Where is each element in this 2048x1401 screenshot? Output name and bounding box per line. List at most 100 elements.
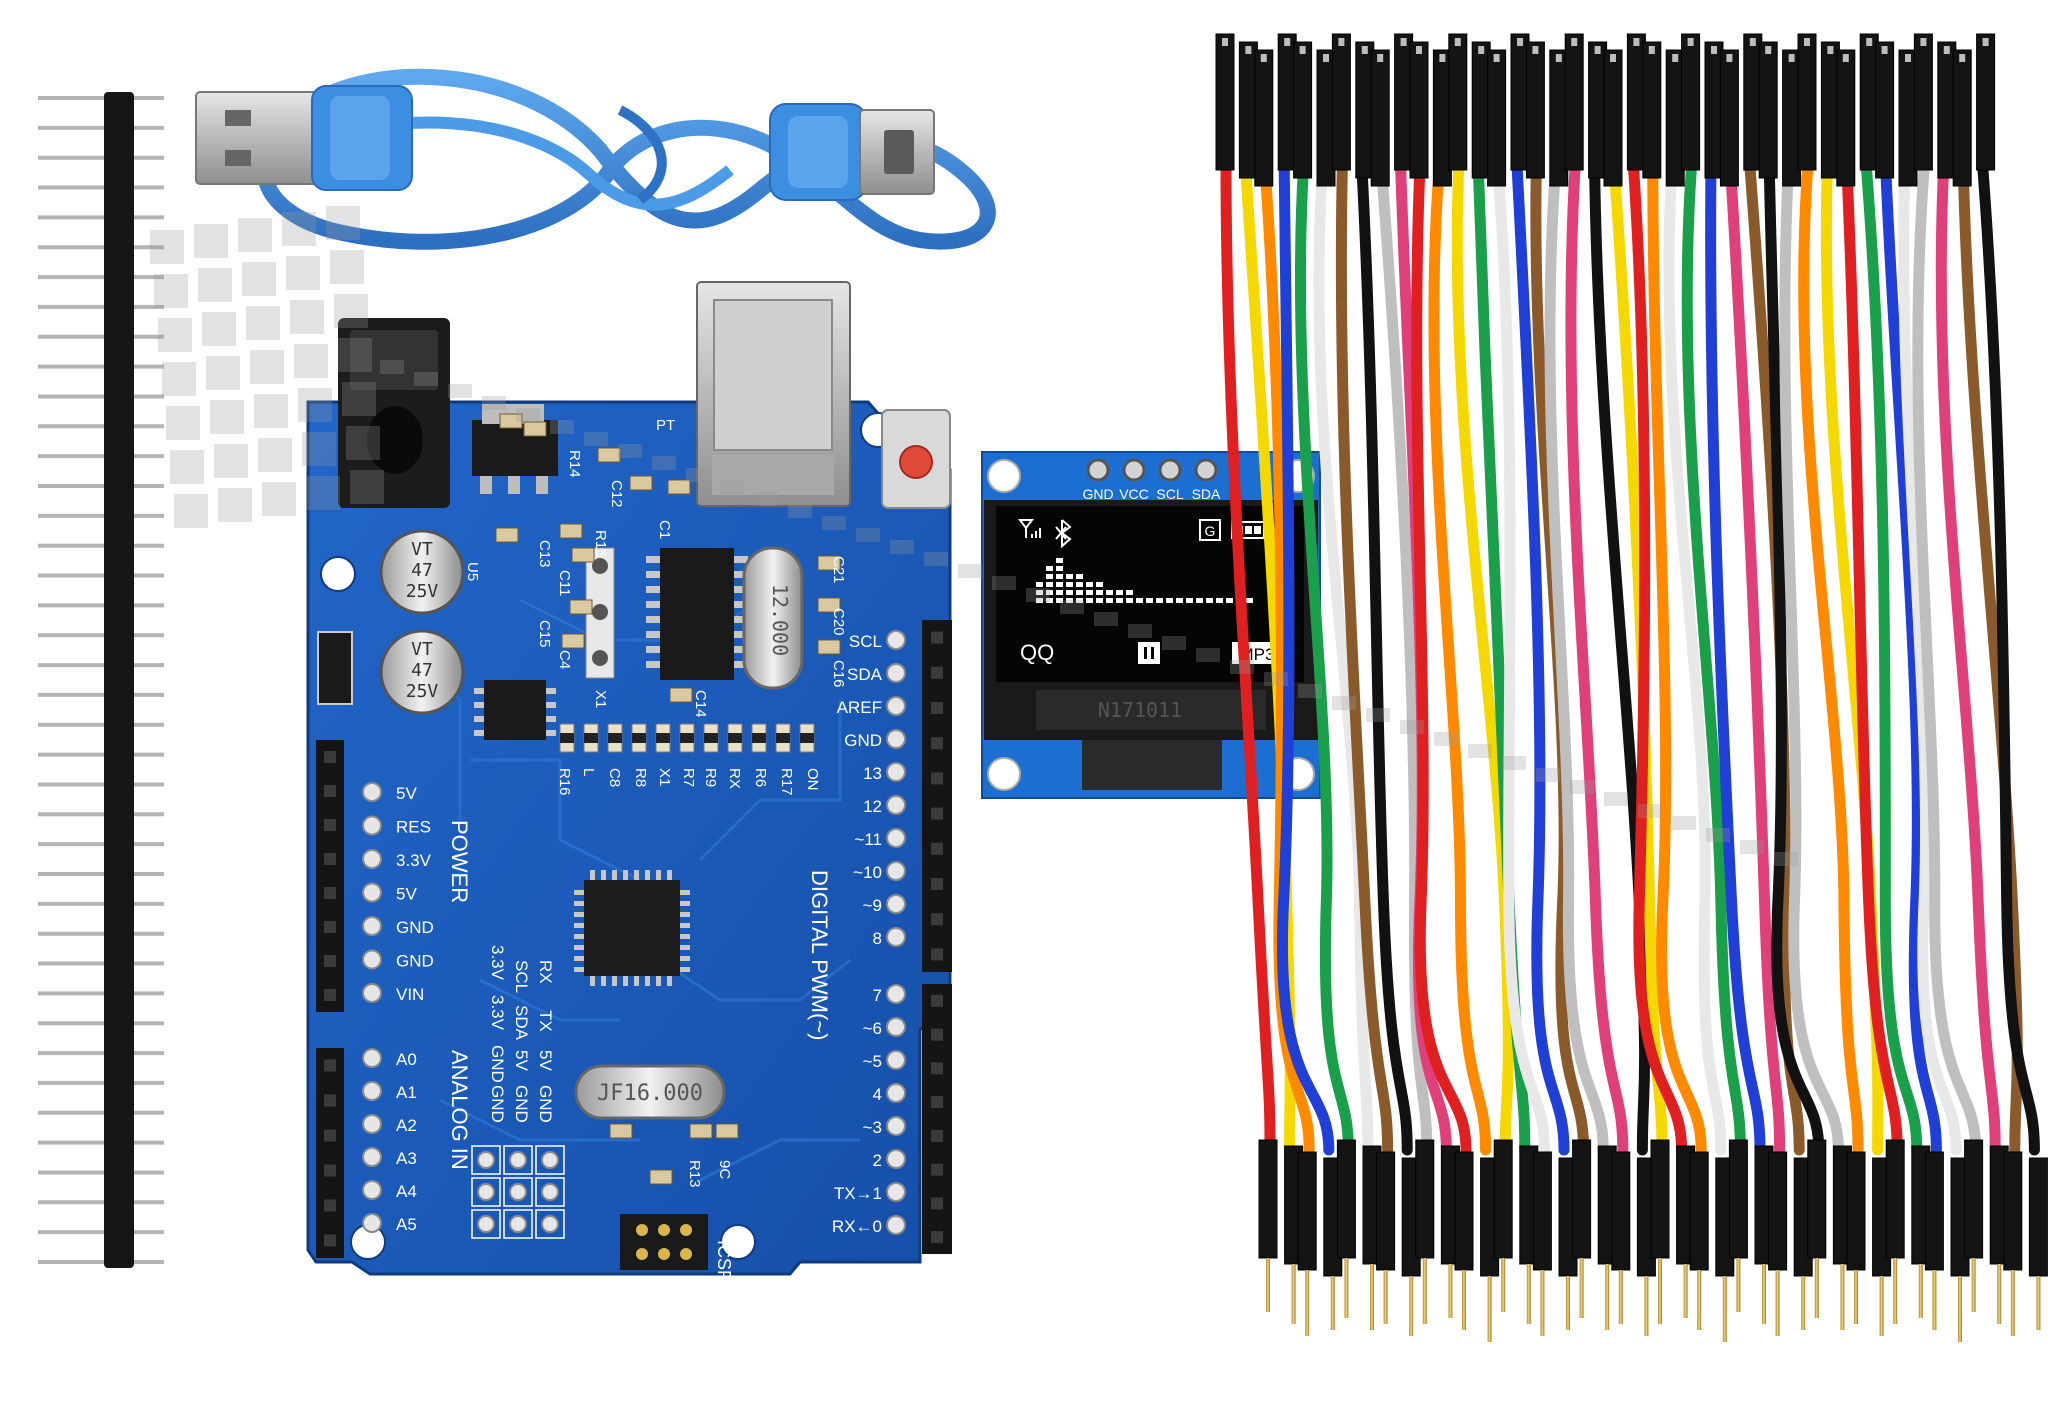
pin-pad	[886, 1083, 906, 1103]
eq-segment	[1226, 598, 1233, 603]
chip-leg	[646, 631, 660, 638]
dc-barrel-jack	[338, 318, 450, 508]
watermark-block	[822, 516, 846, 530]
gold-pin	[1566, 1276, 1570, 1330]
connector-opening	[1672, 54, 1679, 62]
connector-opening	[1726, 54, 1733, 62]
pin-pad	[886, 1182, 906, 1202]
male-connector	[2028, 1157, 2048, 1277]
gnd-label: GND	[488, 1085, 507, 1123]
watermark-block	[924, 552, 948, 566]
watermark-block	[1264, 672, 1288, 686]
eq-segment	[1076, 582, 1083, 587]
component-label: X1	[656, 768, 673, 786]
female-connector	[1215, 33, 1235, 171]
digital-pin-label: ~9	[863, 896, 882, 915]
male-connector	[1846, 1151, 1866, 1271]
watermark-block	[262, 482, 296, 516]
three-v3-label: 3.3V	[488, 995, 507, 1031]
smd-capacitor	[649, 1169, 673, 1185]
gold-pin	[2036, 1276, 2041, 1330]
male-connector	[1297, 1151, 1317, 1271]
connector-opening	[1571, 38, 1578, 46]
power-pin-label: GND	[396, 952, 434, 971]
pin-pad	[886, 1215, 906, 1235]
scl-label: SCL	[512, 960, 531, 993]
eq-segment	[1116, 590, 1123, 595]
jumper-wire	[1411, 159, 1472, 1156]
socket-hole	[931, 1062, 943, 1075]
chip-leg	[574, 956, 584, 961]
smd-body	[632, 733, 646, 743]
watermark-block	[338, 338, 372, 372]
gold-pin	[1526, 1264, 1531, 1324]
female-connector	[1254, 49, 1274, 187]
female-connector	[1836, 49, 1856, 187]
gold-pin	[1291, 1264, 1296, 1324]
gold-pin	[1409, 1276, 1414, 1336]
watermark-block	[306, 476, 340, 510]
watermark-block	[250, 350, 284, 384]
component-label: C21	[830, 556, 847, 584]
breakout-pads	[471, 1145, 565, 1239]
male-pin-header	[38, 92, 164, 1268]
smd-body	[560, 733, 574, 743]
component-label: C13	[536, 540, 553, 568]
gold-pin	[1383, 1270, 1388, 1324]
watermark-block	[1400, 720, 1424, 734]
usb-cable	[195, 68, 996, 250]
female-connector	[1370, 49, 1390, 187]
component-label: R15	[592, 530, 609, 558]
eq-segment	[1056, 598, 1063, 603]
watermark-block	[334, 294, 368, 328]
jumper-wire	[1277, 159, 1335, 1156]
gold-pin	[1305, 1270, 1310, 1336]
watermark-block	[550, 420, 574, 434]
oled-pin-label: GND	[1082, 486, 1113, 502]
socket-hole	[931, 878, 943, 890]
pad-outline	[503, 1177, 533, 1207]
crystal-label: 12.000	[768, 584, 792, 656]
smd-body	[656, 733, 670, 743]
mount-hole	[720, 1224, 756, 1260]
eq-segment	[1056, 590, 1063, 595]
gold-pin	[1997, 1264, 2002, 1324]
eq-segment	[1036, 590, 1043, 595]
digital-pin-label: ~3	[863, 1118, 882, 1137]
watermark-block	[1774, 852, 1798, 866]
component-label: R6	[752, 768, 769, 787]
socket-hole	[324, 1234, 336, 1247]
watermark-block	[326, 206, 360, 240]
power-pin-label: RES	[396, 818, 431, 837]
watermark-logo	[150, 206, 1798, 866]
digital-pin-label: RX←0	[832, 1217, 882, 1236]
socket-hole	[931, 631, 943, 644]
watermark-block	[1128, 624, 1152, 638]
watermark-block	[174, 494, 208, 528]
jumper-wire	[1259, 159, 1315, 1156]
eq-segment	[1216, 598, 1223, 603]
component-label: RX	[726, 768, 743, 789]
pin-pad	[362, 882, 382, 903]
smd-capacitor	[559, 523, 583, 539]
analog-pin-label: A3	[396, 1149, 417, 1168]
connector-opening	[1842, 54, 1849, 62]
smd-capacitor	[629, 475, 653, 491]
smd-capacitor	[495, 527, 519, 543]
connector-opening	[1920, 38, 1927, 46]
component-label: R9	[702, 768, 719, 787]
pin-pad	[886, 795, 906, 815]
male-connector	[1768, 1151, 1788, 1271]
diode	[317, 631, 353, 705]
reset-button	[881, 409, 951, 509]
crystal-12mhz: 12.000	[742, 546, 804, 690]
gold-pin	[1618, 1270, 1623, 1324]
chip-leg	[646, 661, 660, 668]
watermark-block	[1536, 768, 1560, 782]
socket-hole	[931, 842, 943, 855]
digital-pin-label: ~5	[863, 1052, 882, 1071]
chip-leg	[574, 901, 584, 906]
small-ic	[474, 680, 556, 740]
